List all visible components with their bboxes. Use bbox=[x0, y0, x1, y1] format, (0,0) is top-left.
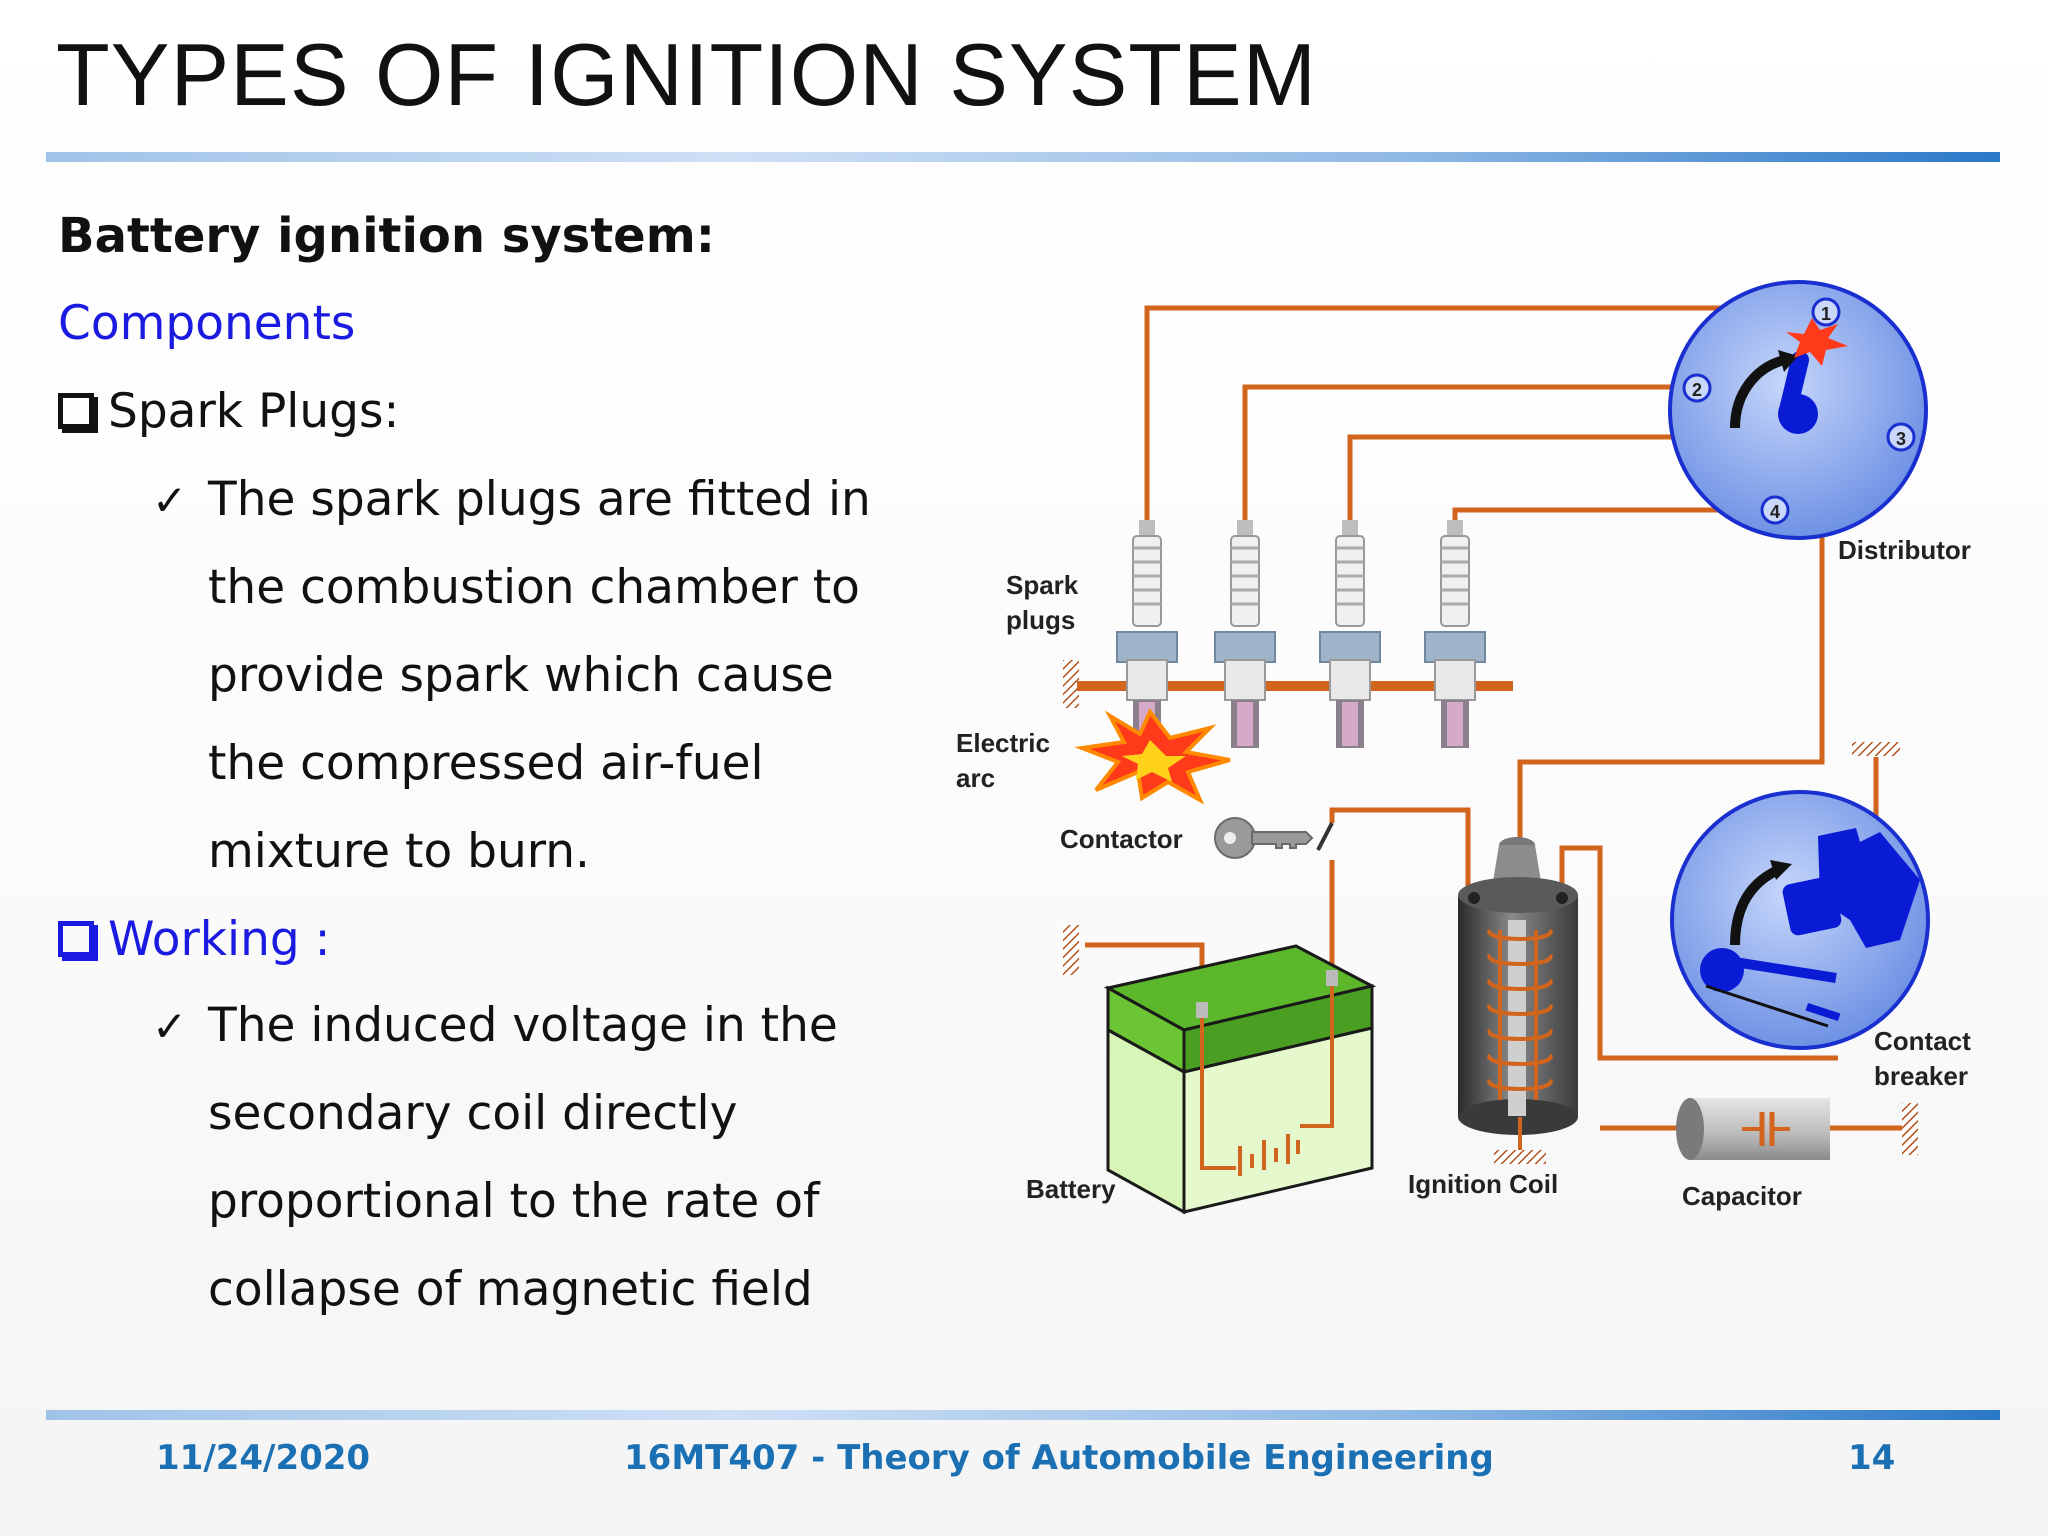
contact-breaker-label-line: Contact bbox=[1874, 1026, 1971, 1056]
distributor-terminal-label: 2 bbox=[1692, 380, 1702, 400]
contactor-label: Contactor bbox=[1060, 824, 1183, 854]
spark-plugs-text-line: the combustion chamber to bbox=[208, 560, 860, 615]
spark-plug bbox=[1214, 520, 1276, 748]
checkmark-icon: ✓ bbox=[152, 1002, 188, 1051]
spark-plug bbox=[1424, 520, 1486, 748]
slide-title: TYPES OF IGNITION SYSTEM bbox=[56, 25, 1318, 124]
components-label: Components bbox=[58, 296, 356, 351]
checkmark-icon: ✓ bbox=[152, 476, 188, 525]
contact-breaker-label-line: breaker bbox=[1874, 1061, 1968, 1091]
ground-symbol bbox=[1063, 925, 1079, 975]
spark-plug bbox=[1116, 520, 1178, 748]
footer-divider bbox=[46, 1410, 2000, 1420]
spark-plugs-text-line: mixture to burn. bbox=[208, 824, 590, 879]
title-divider bbox=[46, 152, 2000, 162]
distributor bbox=[1668, 280, 1928, 540]
ground-symbol bbox=[1852, 742, 1900, 756]
ignition-key-icon bbox=[1214, 817, 1314, 859]
footer-date: 11/24/2020 bbox=[156, 1438, 371, 1478]
ground-symbol bbox=[1494, 1150, 1546, 1164]
capacitor-label: Capacitor bbox=[1682, 1181, 1802, 1211]
footer-page-number: 14 bbox=[1848, 1438, 1896, 1478]
contactor-switch bbox=[1316, 822, 1334, 851]
ground-symbol bbox=[1063, 660, 1079, 708]
spark-plugs-label: Spark Plugs: bbox=[108, 384, 400, 439]
working-text-line: proportional to the rate of bbox=[208, 1174, 820, 1229]
distributor-terminal-label: 4 bbox=[1770, 502, 1780, 522]
working-bullet: Working : bbox=[58, 912, 330, 967]
ignition-system-diagram: 1 2 3 4 bbox=[956, 280, 1971, 1215]
checkbox-bullet-icon bbox=[58, 921, 94, 957]
capacitor bbox=[1676, 1098, 1830, 1160]
electric-arc-label-line: arc bbox=[956, 763, 995, 793]
electric-arc-label-line: Electric bbox=[956, 728, 1050, 758]
distributor-terminal-label: 3 bbox=[1896, 429, 1906, 449]
ground-symbol bbox=[1902, 1103, 1918, 1155]
battery-label: Battery bbox=[1026, 1174, 1116, 1204]
working-text-line: The induced voltage in the bbox=[208, 998, 838, 1053]
battery bbox=[1103, 944, 1377, 1215]
footer-course: 16MT407 - Theory of Automobile Engineeri… bbox=[624, 1438, 1494, 1478]
checkbox-bullet-icon bbox=[58, 393, 94, 429]
spark-plugs-label-line: plugs bbox=[1006, 605, 1075, 635]
ignition-coil-label: Ignition Coil bbox=[1408, 1169, 1558, 1199]
working-text-line: collapse of magnetic field bbox=[208, 1262, 813, 1317]
spark-plugs-text-line: The spark plugs are fitted in bbox=[208, 472, 871, 527]
working-text-line: secondary coil directly bbox=[208, 1086, 738, 1141]
distributor-label: Distributor bbox=[1838, 535, 1971, 565]
spark-plugs-text-line: the compressed air-fuel bbox=[208, 736, 764, 791]
section-heading: Battery ignition system: bbox=[58, 208, 715, 264]
contact-breaker bbox=[1670, 790, 1930, 1050]
working-label: Working : bbox=[108, 912, 331, 967]
spark-plugs-text-line: provide spark which cause bbox=[208, 648, 834, 703]
distributor-terminal-label: 1 bbox=[1821, 304, 1831, 324]
spark-plug-rail bbox=[1077, 681, 1513, 691]
spark-plugs-bullet: Spark Plugs: bbox=[58, 384, 399, 439]
spark-plugs-label-line: Spark bbox=[1006, 570, 1079, 600]
spark-plug bbox=[1319, 520, 1381, 748]
ignition-coil bbox=[1458, 837, 1578, 1150]
